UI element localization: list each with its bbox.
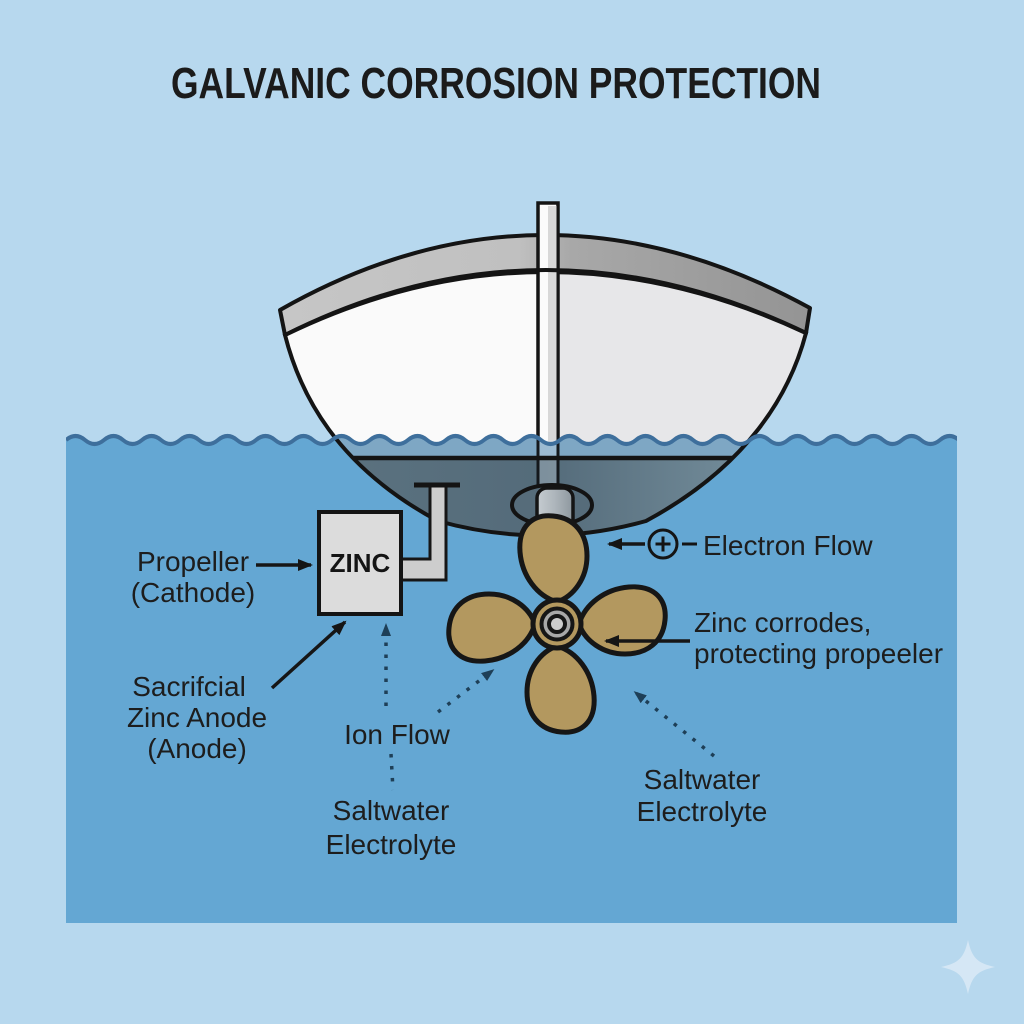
sacrificial-label-line2: Zinc Anode	[127, 702, 267, 733]
zinc-block-label: ZINC	[330, 548, 391, 578]
saltwater-right-line1: Saltwater	[644, 764, 761, 795]
zinc-corrodes-line2: protecting propeeler	[694, 638, 943, 669]
saltwater-left-line2: Electrolyte	[326, 829, 457, 860]
plus-circle-icon	[647, 528, 679, 560]
zinc-corrodes-line1: Zinc corrodes,	[694, 607, 871, 638]
sacrificial-label-line1: Sacrifcial	[132, 671, 246, 702]
diagram-labels: Propeller (Cathode) Sacrifcial Zinc Anod…	[127, 530, 943, 860]
propeller-label-line2: (Cathode)	[131, 577, 256, 608]
propeller-hub-center	[547, 614, 567, 634]
sacrificial-label-arrow	[270, 620, 347, 690]
zinc-anode-assembly: ZINC	[317, 482, 460, 616]
saltwater-right-line2: Electrolyte	[637, 796, 768, 827]
ion-flow-label: Ion Flow	[344, 719, 451, 750]
sparkle-icon	[941, 940, 995, 994]
saltwater-right-arrow	[633, 691, 716, 758]
sacrificial-label-line3: (Anode)	[147, 733, 247, 764]
zinc-anode-block	[317, 510, 403, 616]
saltwater-left-line1: Saltwater	[333, 795, 450, 826]
page-title: GALVANIC CORROSION PROTECTION	[171, 59, 821, 108]
propeller	[449, 516, 665, 732]
electron-flow-label: Electron Flow	[703, 530, 873, 561]
propeller-label-line1: Propeller	[137, 546, 249, 577]
